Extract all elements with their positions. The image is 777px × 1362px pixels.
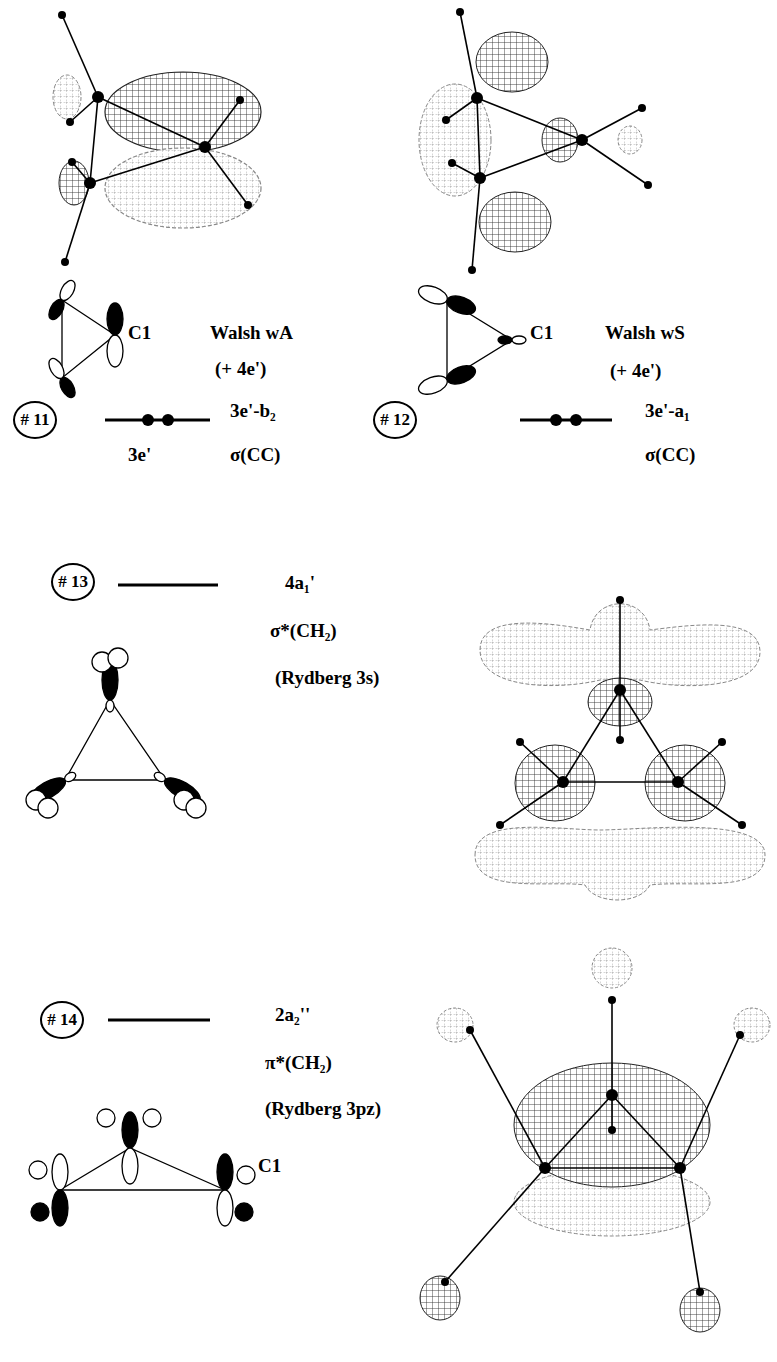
orbital-3d <box>53 11 261 266</box>
orbital-3d <box>475 596 765 900</box>
orbital-label: (+ 4e') <box>610 360 661 383</box>
orbital-label: (Rydberg 3pz) <box>265 1098 381 1121</box>
orbital-schematic <box>26 648 206 818</box>
orbital-label: π*(CH₂) <box>265 1052 332 1075</box>
orbital-label: σ(CC) <box>230 444 280 467</box>
callout-number: # 11 <box>21 410 50 430</box>
orbital-label: 4a₁' <box>285 572 315 595</box>
orbital-label: (+ 4e') <box>215 358 266 381</box>
orbital-label: Walsh wS <box>605 322 685 345</box>
orbital-label: 3e' <box>128 444 151 467</box>
orbital-label: 3e'-b₂ <box>230 400 276 423</box>
orbital-label: σ*(CH₂) <box>270 620 337 643</box>
callout-number: # 14 <box>47 1010 77 1030</box>
orbital-label: 3e'-a₁ <box>645 400 690 423</box>
energy-level <box>105 420 612 1020</box>
orbital-schematic <box>46 278 123 400</box>
electron-dot <box>142 414 582 426</box>
orbital-3d <box>419 8 652 274</box>
orbital-label: Walsh wA <box>210 322 293 345</box>
orbital-label: C1 <box>530 322 553 345</box>
callout-number: # 12 <box>380 410 410 430</box>
callout-circle: # 11 <box>13 401 57 439</box>
orbital-label: C1 <box>258 1155 281 1178</box>
orbital-label: 2a₂'' <box>275 1004 310 1027</box>
callout-number: # 13 <box>58 572 88 592</box>
orbital-label: (Rydberg 3s) <box>275 667 379 690</box>
orbital-label: C1 <box>128 322 151 345</box>
orbital-label: σ(CC) <box>645 444 695 467</box>
orbital-schematic <box>29 1109 255 1226</box>
callout-circle: # 13 <box>51 563 95 601</box>
callout-circle: # 14 <box>40 1001 84 1039</box>
callout-circle: # 12 <box>373 401 417 439</box>
orbital-schematic <box>416 282 526 398</box>
orbital-3d <box>420 948 770 1332</box>
